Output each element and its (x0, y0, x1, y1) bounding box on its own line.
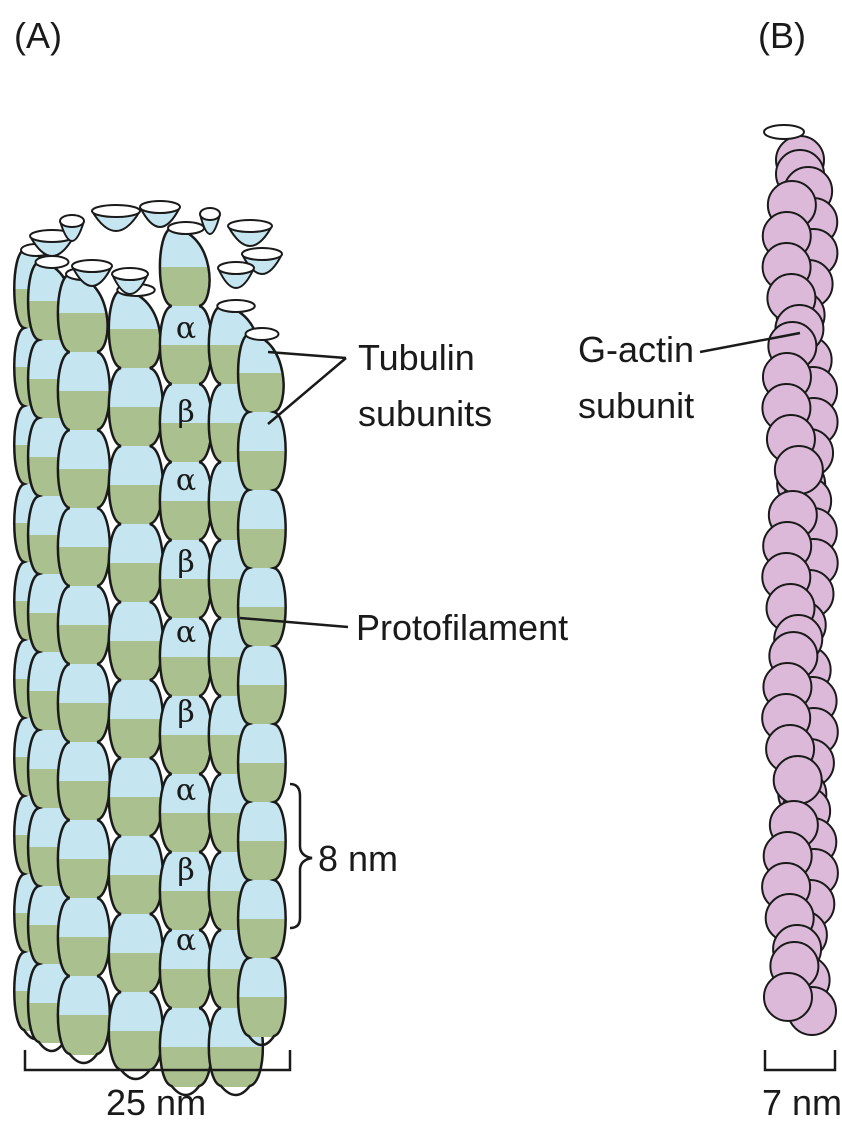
protofilament-label: Protofilament (356, 607, 568, 648)
protofilament-end (217, 300, 255, 312)
microtubule-drawing: αβαβαβαβα (8, 201, 293, 1095)
alpha-letter: α (176, 615, 196, 650)
alpha-letter: α (176, 773, 196, 808)
actin-filament-end (764, 125, 804, 139)
beta-letter: β (177, 395, 194, 430)
alpha-letter: α (176, 923, 196, 958)
protofilament-column (231, 328, 293, 1045)
g-actin-label-line1: G-actin (578, 329, 694, 370)
actin-width-label: 7 nm (762, 1082, 842, 1123)
protofilament-top (228, 220, 272, 246)
tubulin-label-line1: Tubulin (358, 337, 475, 378)
microtubule-width-label: 25 nm (106, 1082, 206, 1123)
beta-letter: β (177, 695, 194, 730)
panel-b-label: (B) (758, 15, 806, 56)
beta-letter: β (177, 545, 194, 580)
protofilament-top (218, 262, 254, 288)
actin-width-scale: 7 nm (762, 1050, 842, 1123)
protofilament-end (36, 256, 69, 268)
protofilament-top (92, 205, 140, 231)
g-actin-label-line2: subunit (578, 385, 694, 426)
dimer-length-label: 8 nm (318, 838, 398, 879)
g-actin-sphere (775, 446, 823, 494)
alpha-letter: α (176, 311, 196, 346)
tubulin-subunits-callout: Tubulin subunits (268, 337, 492, 434)
protofilament-end (168, 222, 204, 234)
tubulin-leader-line-1 (268, 352, 346, 358)
brace-icon (290, 784, 312, 928)
protofilament-callout: Protofilament (240, 607, 568, 648)
dimer-length-brace: 8 nm (290, 784, 398, 928)
alpha-letter: α (176, 463, 196, 498)
actin-filament-drawing (762, 125, 838, 1035)
g-actin-sphere (764, 973, 812, 1021)
scale-bar-7nm (765, 1050, 835, 1070)
beta-letter: β (177, 853, 194, 888)
g-actin-sphere (774, 756, 822, 804)
protofilament-end (246, 328, 279, 340)
panel-a-label: (A) (14, 15, 62, 56)
tubulin-label-line2: subunits (358, 393, 492, 434)
